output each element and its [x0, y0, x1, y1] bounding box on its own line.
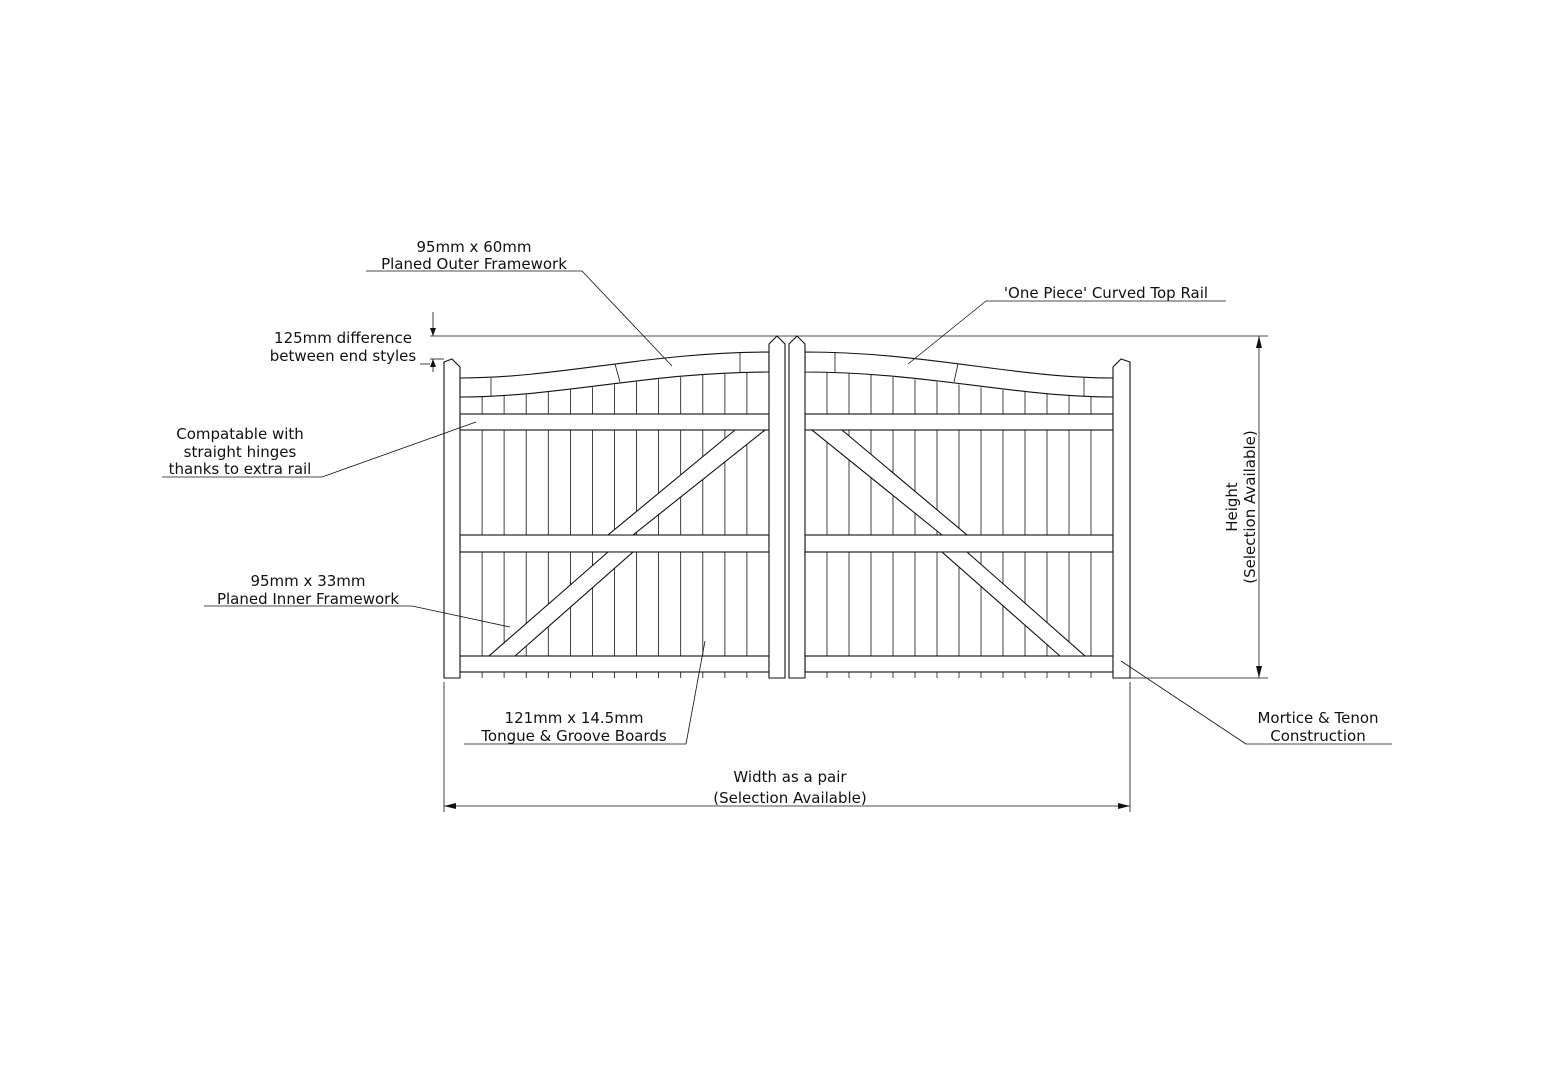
dimension-lines [430, 312, 1268, 812]
width-arrow-left [444, 803, 456, 809]
left-lower-brace [487, 551, 635, 657]
annotations: 95mm x 60mm Planed Outer Framework 'One … [169, 238, 1379, 807]
inner-framework-size: 95mm x 33mm [250, 572, 365, 590]
leader-lines [162, 270, 1392, 745]
outer-framework-size: 95mm x 60mm [416, 238, 531, 256]
outer-framework-label: Planed Outer Framework [381, 255, 567, 273]
right-middle-rail [804, 534, 1114, 553]
boards-label: Tongue & Groove Boards [480, 727, 667, 745]
hinge-note-line2: straight hinges [184, 443, 297, 461]
left-bottom-rail [459, 655, 770, 673]
height-arrow-bottom [1256, 666, 1262, 678]
height-label: Height [1223, 482, 1241, 532]
right-upper-rail [804, 413, 1114, 431]
right-lower-brace [940, 551, 1087, 657]
gate-pair [443, 335, 1131, 679]
toprail-label: 'One Piece' Curved Top Rail [1004, 284, 1208, 302]
hinge-note-line1: Compatable with [176, 425, 304, 443]
left-upper-rail [459, 413, 770, 431]
difference-size: 125mm difference [274, 329, 412, 347]
left-hanging-style [443, 358, 461, 679]
width-arrow-right [1118, 803, 1130, 809]
boards-size: 121mm x 14.5mm [505, 709, 644, 727]
inner-framework-label: Planed Inner Framework [217, 590, 399, 608]
hinge-note-line3: thanks to extra rail [169, 460, 312, 478]
right-upper-brace [810, 429, 969, 536]
height-arrow-top [1256, 336, 1262, 348]
right-bottom-rail [804, 655, 1114, 673]
left-middle-rail [459, 534, 770, 553]
width-label: Width as a pair [733, 768, 847, 786]
left-upper-brace [606, 429, 767, 536]
difference-label: between end styles [270, 347, 417, 365]
mortice-label-line1: Mortice & Tenon [1257, 709, 1378, 727]
mortice-label-line2: Construction [1270, 727, 1366, 745]
right-hanging-style [1112, 358, 1131, 679]
right-meeting-style [788, 335, 806, 679]
width-selection-note: (Selection Available) [713, 789, 867, 807]
height-selection-note: (Selection Available) [1241, 430, 1259, 584]
left-meeting-style [768, 335, 786, 679]
